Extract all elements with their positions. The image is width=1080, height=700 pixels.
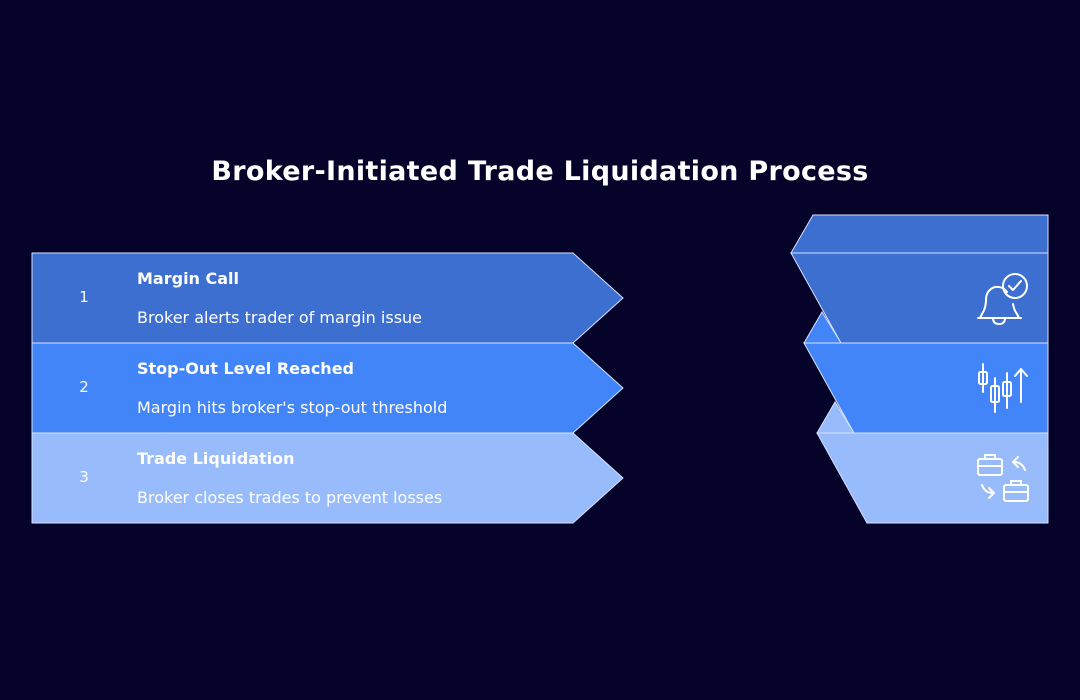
briefcase-swap-icon — [977, 454, 1029, 502]
bell-check-icon — [977, 273, 1028, 325]
step-3-arrow — [31, 432, 624, 524]
step-1-arrow — [31, 252, 624, 344]
step-1-heading: Margin Call — [137, 269, 240, 288]
step-2-arrow — [31, 342, 624, 434]
step-1-description: Broker alerts trader of margin issue — [137, 308, 423, 327]
block-top-cap — [790, 214, 1049, 254]
step-2-number: 2 — [79, 378, 89, 396]
step-1-number: 1 — [79, 288, 89, 306]
step-2-heading: Stop-Out Level Reached — [137, 359, 354, 378]
step-3-description: Broker closes trades to prevent losses — [137, 488, 443, 507]
candlestick-chart-icon — [978, 363, 1028, 413]
diagram-title: Broker-Initiated Trade Liquidation Proce… — [211, 156, 869, 187]
step-3-heading: Trade Liquidation — [137, 449, 295, 468]
step-3-number: 3 — [79, 468, 89, 486]
step-2-description: Margin hits broker's stop-out threshold — [137, 398, 448, 417]
block-3 — [816, 432, 1049, 524]
